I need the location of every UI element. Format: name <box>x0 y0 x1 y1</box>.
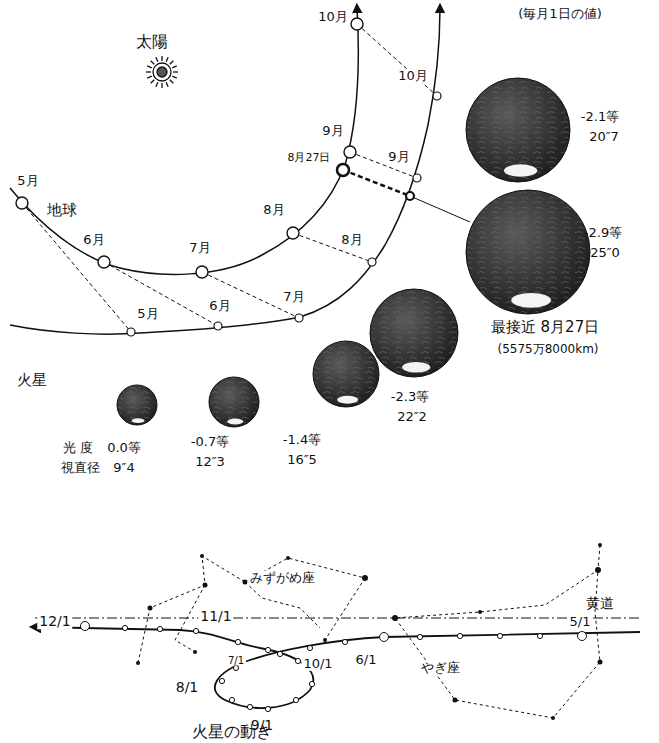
date-label: 8/1 <box>174 680 201 695</box>
diameter: 12″3 <box>195 455 225 469</box>
chart-title: 火星の動き <box>192 723 272 741</box>
mars-disk <box>313 341 379 407</box>
date-label: 12/1 <box>37 614 72 629</box>
path-dot <box>229 697 234 702</box>
sun-ray <box>156 57 158 62</box>
path-dot <box>157 626 162 631</box>
date-mark <box>380 633 389 642</box>
magnitude: -2.1等 <box>581 110 619 124</box>
date-label: 5/1 <box>568 615 593 629</box>
month-label: 6月 <box>207 299 232 313</box>
path-dot <box>193 628 198 633</box>
path-dot <box>295 658 300 663</box>
mars-disk <box>466 190 590 314</box>
sun-ray <box>161 83 162 88</box>
month-label: 7月 <box>189 241 210 255</box>
month-label: 9月 <box>322 124 343 138</box>
closest-label: 最接近 8月27日 <box>491 319 599 336</box>
sun-ray <box>170 61 174 64</box>
magnitude: -2.9等 <box>584 226 622 240</box>
planet-label: 火星 <box>17 372 47 389</box>
magnitude: -0.7等 <box>191 435 229 449</box>
path-dot <box>537 633 542 638</box>
path-dot <box>457 633 462 638</box>
sun-ray <box>156 82 158 87</box>
sun-ray <box>146 71 151 72</box>
distance: (5575万8000km) <box>497 343 598 356</box>
path-dot <box>122 625 127 630</box>
month-label: 10月 <box>396 69 430 83</box>
month-label: 9月 <box>386 150 411 164</box>
mars-disk <box>117 385 157 425</box>
mars-disk <box>209 377 259 427</box>
ecliptic-label: 黄道 <box>586 596 614 611</box>
magnitude: -1.4等 <box>283 433 321 447</box>
sun-ray <box>147 76 152 78</box>
month-label: 10月 <box>318 10 348 24</box>
month-label: 5月 <box>135 307 160 321</box>
date-mark <box>578 632 587 641</box>
sun-ray <box>147 66 152 68</box>
path-dot <box>235 639 240 644</box>
planet-label: 地球 <box>47 202 77 219</box>
path-dot <box>277 651 282 656</box>
month-label: 7月 <box>281 290 306 304</box>
month-label: 8月 <box>339 233 364 247</box>
sun-ray <box>172 76 177 78</box>
path-dot <box>307 645 312 650</box>
path-dot <box>293 697 298 702</box>
diameter: 25″0 <box>590 246 620 260</box>
path-dot <box>342 639 347 644</box>
month-label: 5月 <box>17 174 38 188</box>
month-label: 8月 <box>263 203 284 217</box>
date-label: 10/1 <box>301 657 334 671</box>
sun-label: 太陽 <box>136 33 168 51</box>
path-dot <box>247 704 252 709</box>
sun-ray <box>151 61 155 64</box>
diameter: 20″7 <box>589 130 619 144</box>
diameter: 22″2 <box>397 410 427 424</box>
constellation: やぎ座 <box>419 661 462 675</box>
diameter: 9″4 <box>113 461 134 475</box>
magnitude: -2.3等 <box>391 390 429 404</box>
magnitude: 0.0等 <box>107 441 141 455</box>
sun-ray <box>170 80 174 84</box>
path-dot <box>233 665 238 670</box>
date-label: 7/1 <box>226 655 246 666</box>
note: (毎月1日の値) <box>518 7 601 21</box>
path-dot <box>417 634 422 639</box>
path-dot <box>497 633 502 638</box>
date-mark <box>81 622 90 631</box>
sun-ray <box>166 57 168 62</box>
sun-ray <box>166 82 168 87</box>
constellation: みずがめ座 <box>248 571 317 585</box>
date-label: 6/1 <box>354 653 379 667</box>
diameter: 16″5 <box>287 453 317 467</box>
date-label: 8月27日 <box>286 152 333 164</box>
sun-ray <box>173 71 178 72</box>
path-dot <box>219 678 224 683</box>
path-dot <box>265 706 270 711</box>
caption-label: 光 度 <box>63 441 93 455</box>
mars-disk <box>370 289 458 377</box>
sun-ray <box>161 56 162 61</box>
date-label: 11/1 <box>198 609 233 624</box>
sun-ray <box>151 80 155 84</box>
month-label: 6月 <box>83 233 104 247</box>
sun-ray <box>172 66 177 68</box>
caption-label: 視直径 <box>61 461 100 475</box>
mars-disk <box>466 78 570 182</box>
path-dot <box>265 647 270 652</box>
path-dot <box>309 681 314 686</box>
